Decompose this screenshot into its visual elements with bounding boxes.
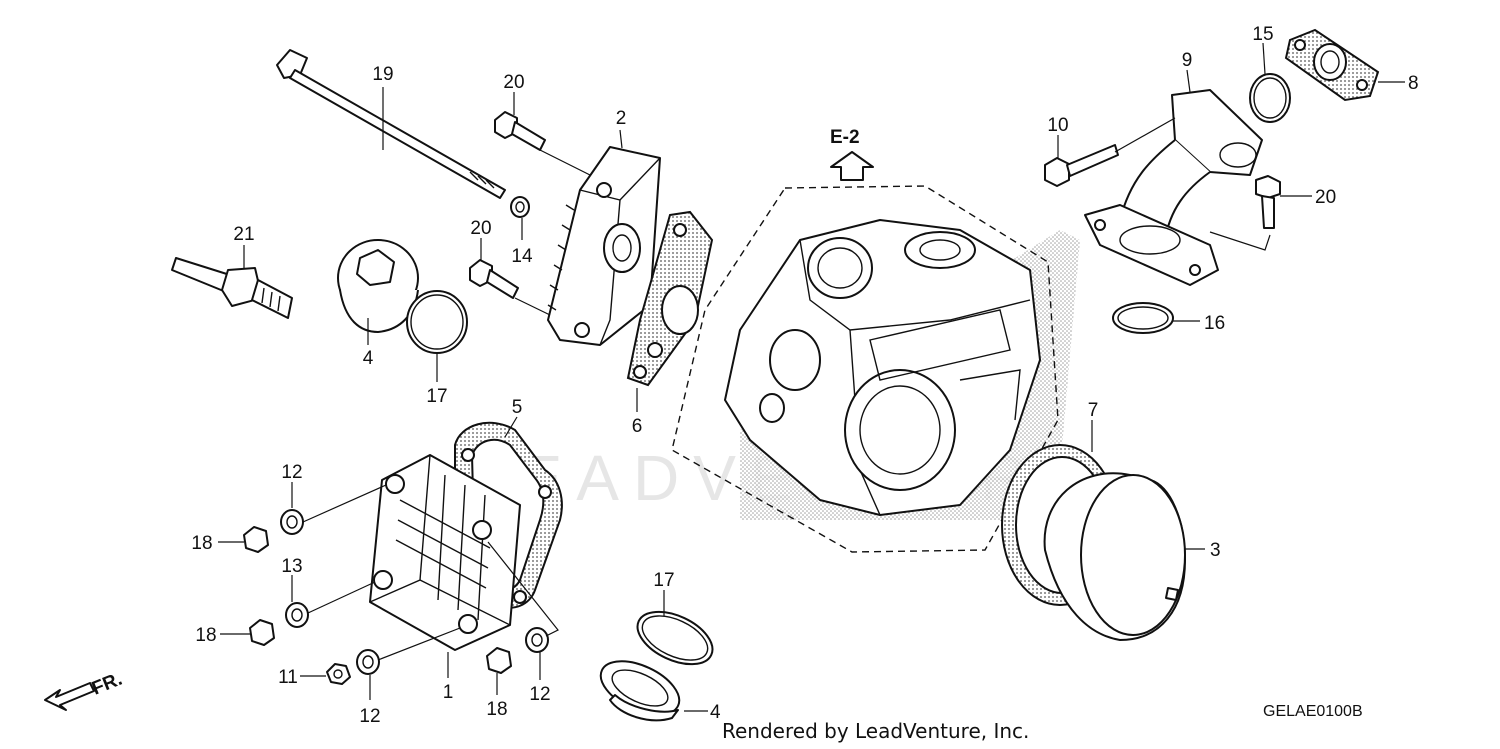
reference-label: E-2 xyxy=(830,127,860,148)
nut-11[interactable] xyxy=(326,663,351,685)
callout-20-upper[interactable]: 20 xyxy=(503,72,524,93)
callout-12-lower-right[interactable]: 12 xyxy=(529,684,550,705)
leader-lines xyxy=(218,42,1405,712)
callout-18-middle[interactable]: 18 xyxy=(195,625,216,646)
tensioner-2[interactable] xyxy=(547,146,661,346)
callout-17-upper[interactable]: 17 xyxy=(426,386,447,407)
callout-3[interactable]: 3 xyxy=(1210,540,1221,561)
callout-5[interactable]: 5 xyxy=(512,397,523,418)
washer-12-lower-right[interactable] xyxy=(525,627,549,653)
callout-21[interactable]: 21 xyxy=(233,224,254,245)
callout-12-lower-left[interactable]: 12 xyxy=(359,706,380,727)
callout-8[interactable]: 8 xyxy=(1408,73,1419,94)
cap-nut-18-middle[interactable] xyxy=(249,619,275,646)
cylinder-head[interactable] xyxy=(671,185,1059,553)
insulator-8[interactable] xyxy=(1284,28,1380,102)
cap-nut-18-upper[interactable] xyxy=(243,526,269,553)
callout-12-upper[interactable]: 12 xyxy=(281,462,302,483)
reference-e2[interactable]: E-2 xyxy=(830,127,874,181)
front-direction-indicator: FR. xyxy=(44,669,125,711)
bolt-20-upper[interactable] xyxy=(494,111,546,151)
up-arrow-icon xyxy=(830,151,874,181)
head-cover-1[interactable] xyxy=(369,454,521,651)
washer-12-lower-left[interactable] xyxy=(356,649,380,675)
callout-18-lower[interactable]: 18 xyxy=(486,699,507,720)
side-cover-3[interactable] xyxy=(1043,472,1186,641)
stud-bolt-19[interactable] xyxy=(276,49,506,199)
callout-labels: 2 1 3 4 4 5 6 7 8 9 10 11 12 12 12 13 14… xyxy=(191,24,1418,727)
callout-19[interactable]: 19 xyxy=(372,64,393,85)
bolt-20-right[interactable] xyxy=(1255,175,1281,229)
callout-18-upper[interactable]: 18 xyxy=(191,533,212,554)
callout-14[interactable]: 14 xyxy=(511,246,533,267)
callout-4-lower[interactable]: 4 xyxy=(710,702,721,723)
cap-nut-18-lower[interactable] xyxy=(486,647,512,674)
washer-13[interactable] xyxy=(285,602,309,628)
bolt-10[interactable] xyxy=(1044,144,1119,187)
callout-1[interactable]: 1 xyxy=(443,682,454,703)
o-ring-17-upper[interactable] xyxy=(406,290,468,354)
callout-13[interactable]: 13 xyxy=(281,556,302,577)
callout-9[interactable]: 9 xyxy=(1182,50,1193,71)
o-ring-17-lower[interactable] xyxy=(629,601,720,675)
washer-14[interactable] xyxy=(510,196,530,218)
callout-20-right[interactable]: 20 xyxy=(1315,187,1336,208)
callout-10[interactable]: 10 xyxy=(1047,115,1068,136)
bolt-20-lower[interactable] xyxy=(469,259,519,299)
callout-20-lower[interactable]: 20 xyxy=(470,218,491,239)
callout-15[interactable]: 15 xyxy=(1252,24,1273,45)
callout-2[interactable]: 2 xyxy=(616,108,627,129)
callout-6[interactable]: 6 xyxy=(632,416,643,437)
callout-17-lower[interactable]: 17 xyxy=(653,570,674,591)
front-label: FR. xyxy=(89,669,125,700)
callout-16[interactable]: 16 xyxy=(1204,313,1225,334)
credit-text: Rendered by LeadVenture, Inc. xyxy=(722,719,1029,743)
spark-plug-21[interactable] xyxy=(171,257,293,319)
callout-4-upper[interactable]: 4 xyxy=(363,348,374,369)
callout-11[interactable]: 11 xyxy=(278,667,298,688)
diagram-code: GELAE0100B xyxy=(1263,703,1363,720)
front-arrow-icon xyxy=(44,682,95,711)
o-ring-16[interactable] xyxy=(1112,302,1174,334)
cap-4-upper[interactable] xyxy=(337,239,419,333)
callout-7[interactable]: 7 xyxy=(1088,400,1099,421)
o-ring-15[interactable] xyxy=(1249,73,1291,123)
intake-pipe-9[interactable] xyxy=(1084,89,1263,286)
gasket-6[interactable] xyxy=(626,210,714,387)
washer-12-upper[interactable] xyxy=(280,509,304,535)
cap-4-lower[interactable] xyxy=(593,650,688,725)
